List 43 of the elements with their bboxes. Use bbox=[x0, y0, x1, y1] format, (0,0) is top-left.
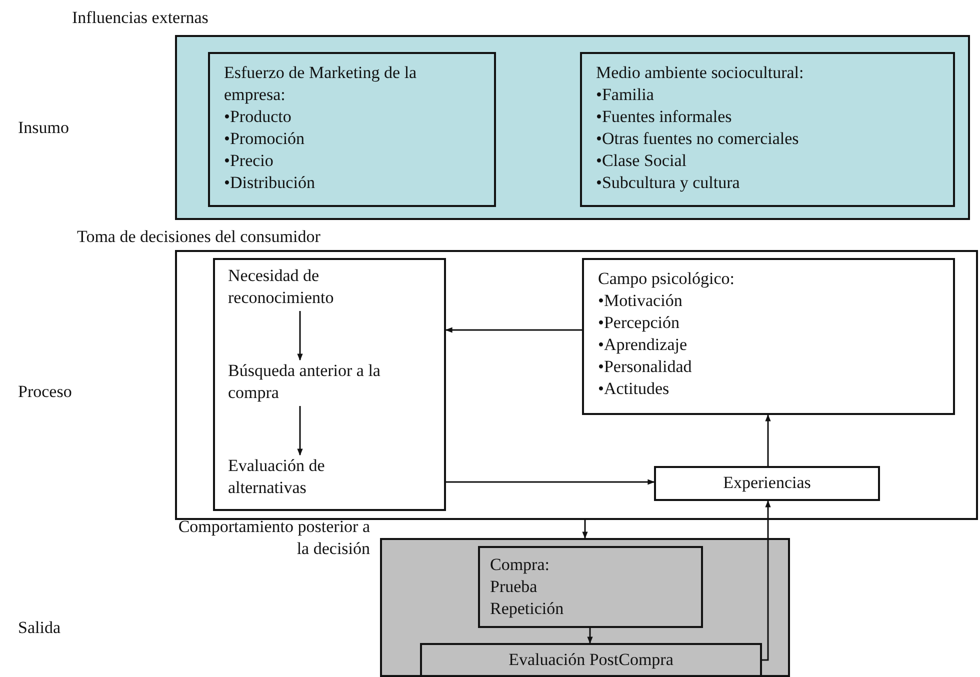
list-item: •Promoción bbox=[224, 128, 306, 150]
list-item: •Fuentes informales bbox=[596, 106, 733, 128]
list-item: •Clase Social bbox=[596, 150, 688, 172]
arrow bbox=[582, 520, 588, 539]
list-item: •Personalidad bbox=[598, 356, 693, 378]
process-box bbox=[420, 643, 762, 677]
list-item: •Aprendizaje bbox=[598, 334, 688, 356]
box-heading: Medio ambiente sociocultural: bbox=[596, 62, 805, 84]
list-item: •Motivación bbox=[598, 290, 684, 312]
box-heading: Evaluación PostCompra bbox=[508, 649, 674, 671]
arrow bbox=[446, 479, 655, 485]
section-heading: Toma de decisiones del consumidor bbox=[77, 226, 320, 248]
box-heading: Experiencias bbox=[722, 472, 812, 494]
arrow bbox=[297, 406, 303, 456]
list-item: Prueba bbox=[490, 576, 538, 598]
arrow bbox=[297, 311, 303, 361]
process-box bbox=[654, 466, 880, 501]
list-item: •Percepción bbox=[598, 312, 680, 334]
section-heading: Influencias externas bbox=[72, 7, 208, 29]
list-item: •Precio bbox=[224, 150, 274, 172]
stage-label: Salida bbox=[18, 618, 60, 638]
list-item: •Actitudes bbox=[598, 378, 670, 400]
box-heading: Compra: bbox=[490, 554, 550, 576]
info-box bbox=[580, 52, 955, 207]
arrow bbox=[445, 327, 582, 333]
section-heading: Comportamiento posterior a la decisión bbox=[177, 516, 370, 560]
info-box bbox=[478, 546, 703, 628]
info-box bbox=[208, 52, 496, 207]
box-heading: Campo psicológico: bbox=[598, 268, 736, 290]
arrow bbox=[762, 500, 771, 661]
arrow bbox=[587, 628, 593, 644]
stage-label: Insumo bbox=[18, 118, 69, 138]
stage-label: Proceso bbox=[18, 382, 72, 402]
list-item: •Distribución bbox=[224, 172, 316, 194]
list-item: Repetición bbox=[490, 598, 565, 620]
stage-box bbox=[213, 258, 446, 511]
list-item: •Subcultura y cultura bbox=[596, 172, 741, 194]
list-item: •Producto bbox=[224, 106, 292, 128]
arrow bbox=[765, 414, 771, 466]
list-item: •Familia bbox=[596, 84, 655, 106]
list-item: •Otras fuentes no comerciales bbox=[596, 128, 800, 150]
info-box bbox=[582, 258, 955, 415]
box-heading: Esfuerzo de Marketing de la empresa: bbox=[224, 62, 418, 106]
